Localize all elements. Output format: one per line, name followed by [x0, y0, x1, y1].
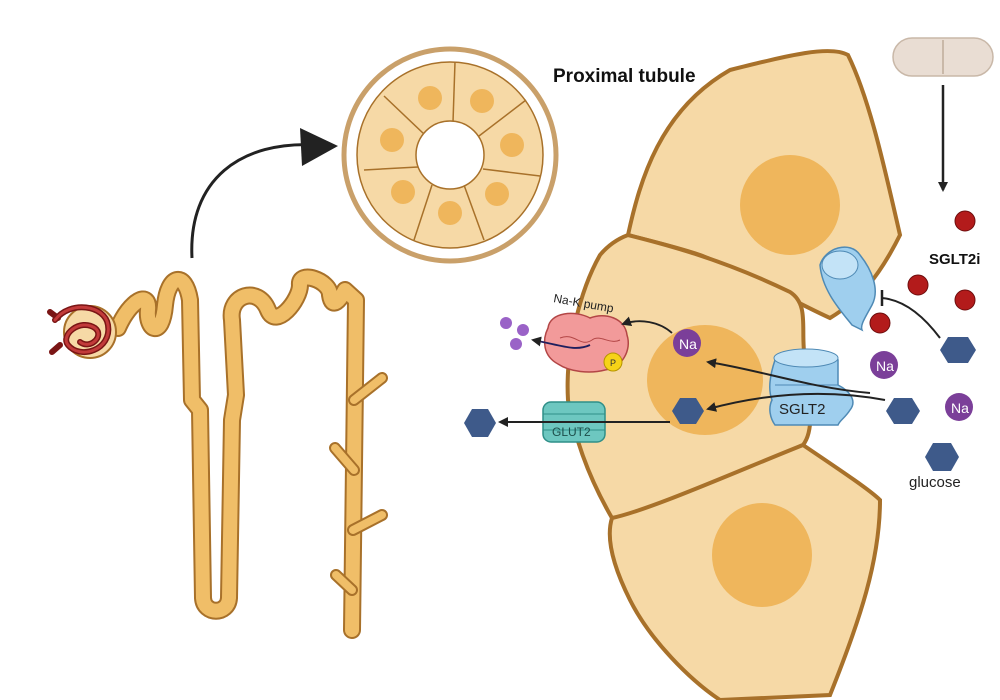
sglt2i-label: SGLT2i	[929, 251, 980, 268]
na-label-lumen-1: Na	[876, 358, 894, 374]
inhibition-line	[881, 297, 941, 339]
glucose-transport-arrow	[706, 392, 886, 412]
glucose-label: glucose	[909, 474, 961, 491]
p-badge: P	[610, 358, 616, 368]
na-transport-arrow	[706, 358, 871, 394]
na-label-lumen-2: Na	[951, 400, 969, 416]
tubule-cross-section-icon	[341, 46, 559, 264]
glucose-hexagon-icon	[464, 409, 496, 437]
proximal-tubule-title: Proximal tubule	[553, 66, 696, 87]
zoom-arrow-head	[300, 128, 338, 166]
glucose-hexagon-icon	[925, 443, 959, 471]
pump-arrow	[621, 316, 673, 334]
glut2-label: GLUT2	[552, 425, 591, 439]
nephron-icon	[47, 268, 388, 639]
potassium-ions	[500, 317, 529, 350]
zoom-arrow	[190, 143, 319, 259]
na-label-cell: Na	[679, 336, 697, 352]
sodium-ion-icon: Na	[945, 393, 973, 421]
sodium-ion-icon: Na	[870, 351, 898, 379]
sglt2-transporter: SGLT2	[769, 348, 854, 426]
glucose-hexagon-icon	[672, 398, 704, 424]
sodium-ion-icon: Na	[673, 329, 701, 357]
sglt2-transporter-upper	[819, 246, 876, 332]
pump-out-arrow	[531, 336, 591, 349]
sglt2-label: SGLT2	[779, 401, 825, 418]
glomerulus-icon	[47, 304, 117, 359]
epithelial-cells	[565, 49, 903, 700]
pill-icon	[892, 37, 994, 77]
glucose-hexagon-icon	[886, 398, 920, 424]
glucose-hexagon-icon	[940, 337, 976, 363]
inhibitor-molecule-icon	[869, 210, 976, 334]
